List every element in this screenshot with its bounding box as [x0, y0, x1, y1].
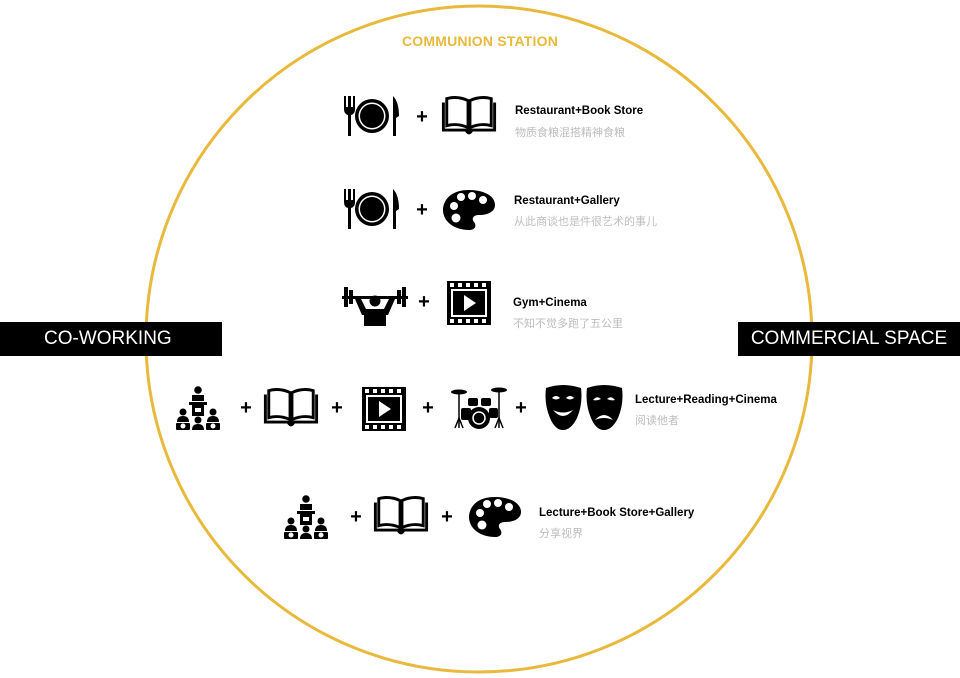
combo-label-2: Restaurant+Gallery: [514, 195, 620, 207]
drums-icon: [451, 386, 507, 430]
combo-label-4: Lecture+Reading+Cinema: [635, 394, 777, 406]
book-icon: [372, 494, 430, 538]
plus-sign: +: [240, 397, 252, 419]
combo-label-1: Restaurant+Book Store: [515, 105, 644, 117]
dining-icon: [342, 94, 402, 138]
commercial-space-label: COMMERCIAL SPACE: [738, 322, 960, 356]
plus-sign: +: [515, 397, 527, 419]
plus-sign: +: [422, 397, 434, 419]
plus-sign: +: [416, 106, 428, 128]
film-icon: [362, 387, 406, 431]
book-icon: [440, 94, 498, 138]
combo-subtitle-2: 从此商谈也是件很艺术的事儿: [514, 216, 657, 228]
combo-subtitle-3: 不知不觉多跑了五公里: [513, 318, 623, 330]
theater-masks-icon: [543, 384, 625, 432]
lecture-icon: [284, 495, 328, 539]
plus-sign: +: [441, 506, 453, 528]
palette-icon: [467, 495, 523, 539]
co-working-label: CO-WORKING: [0, 322, 222, 356]
palette-icon: [441, 188, 497, 232]
combo-label-5: Lecture+Book Store+Gallery: [539, 507, 695, 519]
book-icon: [262, 386, 320, 430]
diagram-title: COMMUNION STATION: [401, 33, 559, 49]
combo-label-3: Gym+Cinema: [513, 297, 587, 309]
plus-sign: +: [416, 199, 428, 221]
plus-sign: +: [418, 291, 430, 313]
plus-sign: +: [331, 397, 343, 419]
combo-subtitle-5: 分享视界: [539, 528, 583, 540]
combo-subtitle-1: 物质食粮混搭精神食粮: [515, 127, 625, 139]
lecture-icon: [176, 386, 220, 430]
plus-sign: +: [350, 506, 362, 528]
weightlifter-icon: [342, 284, 408, 328]
dining-icon: [342, 187, 402, 231]
combo-subtitle-4: 阅读他者: [635, 415, 679, 427]
film-icon: [447, 281, 491, 325]
